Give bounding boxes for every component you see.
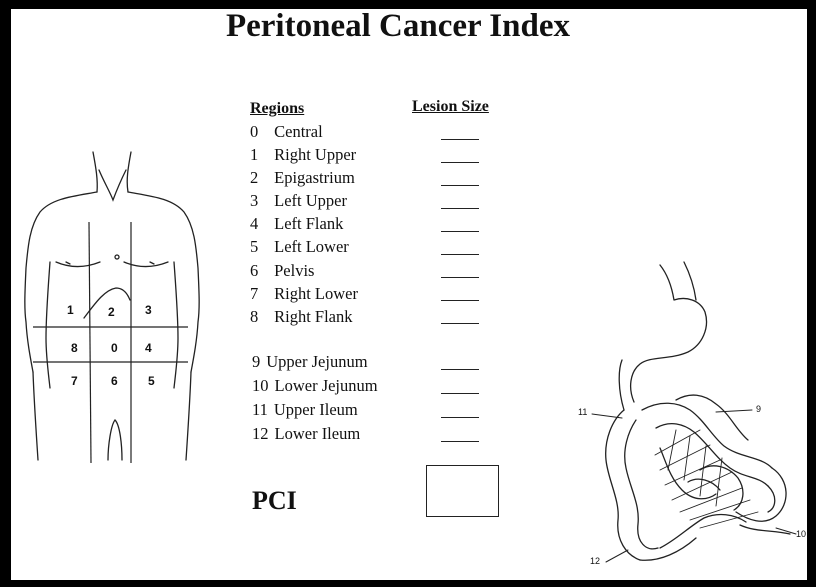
bowel-label-11: 11 (578, 407, 587, 417)
bowel-label-12: 12 (590, 556, 600, 566)
bowel-label-9: 9 (756, 404, 761, 414)
bowel-label-10: 10 (796, 529, 806, 539)
